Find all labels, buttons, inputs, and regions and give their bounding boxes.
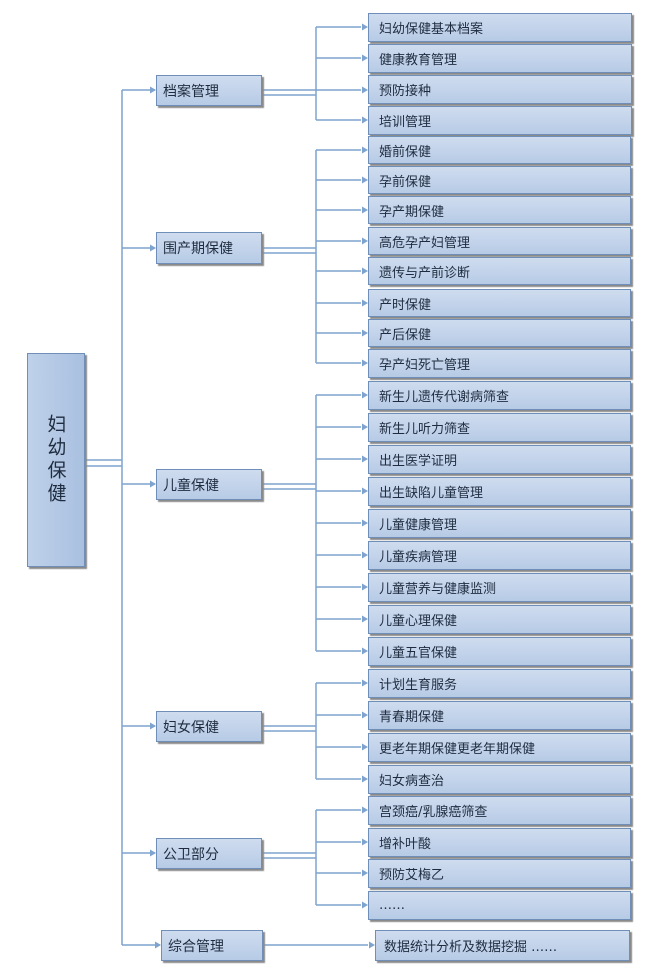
arrow-head [150, 86, 156, 94]
leaf-item: 产后保健 [368, 319, 631, 347]
arrow-head [362, 237, 368, 245]
leaf-item: 孕前保健 [368, 166, 631, 194]
leaf-item: 孕产妇死亡管理 [368, 349, 631, 378]
arrow-head [362, 455, 368, 463]
arrow-head [150, 244, 156, 252]
arrow-head [362, 86, 368, 94]
leaf-item: 增补叶酸 [368, 828, 631, 857]
category-perinatal: 围产期保健 [156, 232, 262, 264]
category-child: 儿童保健 [156, 469, 262, 500]
arrow-head [362, 299, 368, 307]
leaf-item: 儿童疾病管理 [368, 541, 631, 570]
category-public-health: 公卫部分 [156, 838, 262, 869]
leaf-item: 计划生育服务 [368, 669, 631, 698]
leaf-item: 婚前保健 [368, 136, 631, 164]
leaf-item: …… [368, 891, 631, 920]
arrow-head [362, 23, 368, 31]
arrow-head [150, 849, 156, 857]
category-label: 公卫部分 [163, 846, 219, 863]
leaf-item: 妇幼保健基本档案 [368, 13, 632, 42]
leaf-item: 预防艾梅乙 [368, 859, 631, 888]
leaf-item: 青春期保健 [368, 701, 631, 730]
leaf-item: 儿童五官保健 [368, 637, 631, 666]
leaf-item: 出生缺陷儿童管理 [368, 477, 631, 506]
arrow-head [362, 423, 368, 431]
category-label: 综合管理 [168, 938, 224, 955]
arrow-head [362, 647, 368, 655]
leaf-item: 产时保健 [368, 289, 631, 317]
arrow-head [362, 54, 368, 62]
arrow-head [150, 722, 156, 730]
arrow-head [362, 391, 368, 399]
arrow-head [362, 679, 368, 687]
category-label: 档案管理 [163, 83, 219, 100]
arrow-head [369, 941, 375, 949]
arrow-head [362, 267, 368, 275]
leaf-item: 出生医学证明 [368, 445, 631, 474]
arrow-head [362, 116, 368, 124]
leaf-item: 儿童心理保健 [368, 605, 631, 634]
arrow-head [362, 838, 368, 846]
leaf-item: 数据统计分析及数据挖掘 …… [375, 930, 630, 961]
leaf-item: 儿童营养与健康监测 [368, 573, 631, 602]
leaf-item: 健康教育管理 [368, 44, 632, 73]
leaf-item: 培训管理 [368, 106, 632, 135]
leaf-item: 孕产期保健 [368, 196, 631, 224]
leaf-item: 妇女病查治 [368, 765, 631, 794]
arrow-head [362, 359, 368, 367]
leaf-item: 遗传与产前诊断 [368, 257, 631, 285]
arrow-head [362, 206, 368, 214]
category-archive: 档案管理 [156, 75, 262, 106]
arrow-head [150, 480, 156, 488]
arrow-head [362, 711, 368, 719]
arrow-head [362, 806, 368, 814]
arrow-head [362, 743, 368, 751]
arrow-head [362, 615, 368, 623]
arrow-head [362, 519, 368, 527]
category-women: 妇女保健 [156, 711, 262, 742]
arrow-head [362, 869, 368, 877]
arrow-head [362, 329, 368, 337]
root-node: 妇幼保健 [27, 353, 85, 567]
leaf-item: 更老年期保健更老年期保健 [368, 733, 631, 762]
arrow-head [362, 176, 368, 184]
arrow-head [362, 146, 368, 154]
arrow-head [362, 551, 368, 559]
category-general: 综合管理 [161, 930, 263, 961]
category-label: 围产期保健 [163, 241, 233, 257]
leaf-item: 宫颈癌/乳腺癌筛查 [368, 796, 631, 825]
arrow-head [362, 901, 368, 909]
leaf-item: 新生儿听力筛查 [368, 413, 631, 442]
arrow-head [362, 583, 368, 591]
root-label: 妇幼保健 [44, 414, 67, 506]
leaf-item: 高危孕产妇管理 [368, 227, 631, 255]
category-label: 妇女保健 [163, 719, 219, 736]
category-label: 儿童保健 [163, 477, 219, 494]
arrow-head [362, 487, 368, 495]
arrow-head [362, 775, 368, 783]
leaf-item: 预防接种 [368, 75, 632, 104]
leaf-item: 新生儿遗传代谢病筛查 [368, 381, 631, 410]
leaf-item: 儿童健康管理 [368, 509, 631, 538]
arrow-head [155, 941, 161, 949]
